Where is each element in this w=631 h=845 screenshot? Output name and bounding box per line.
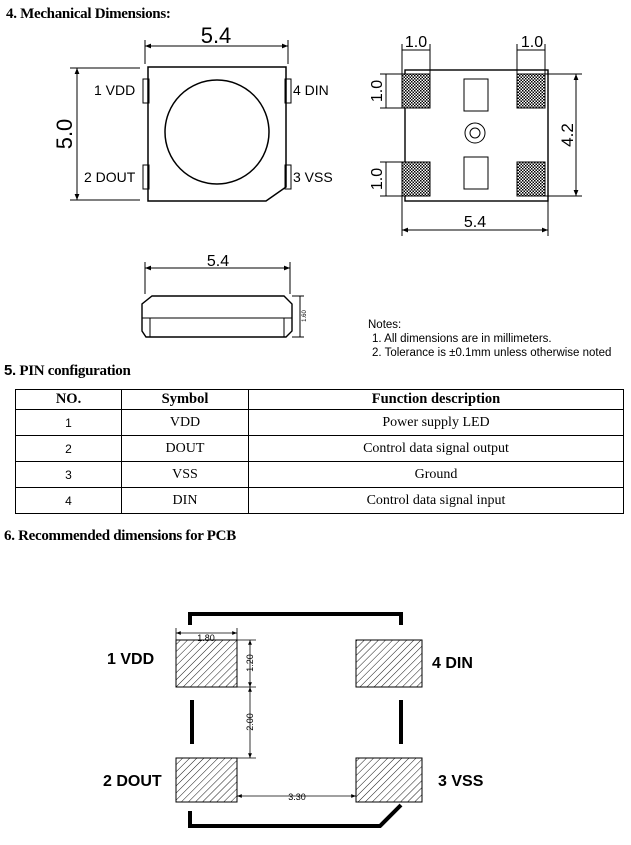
pin2-label: 2 DOUT [84,169,136,185]
cell-function: Control data signal output [248,435,624,462]
cell-function: Power supply LED [248,409,624,436]
pcb-pad-1 [175,639,238,688]
pcb-pad-width-label: 1.80 [197,633,215,643]
cell-symbol: VSS [121,461,249,488]
bottom-height-label: 4.2 [558,123,577,147]
pcb-outline-bottom [188,803,403,828]
side-view [141,262,304,338]
table-row: 4 DIN Control data signal input [15,487,624,514]
header-symbol: Symbol [121,389,249,410]
table-row: 2 DOUT Control data signal output [15,435,624,462]
cell-no: 1 [15,409,122,436]
bottom-body [404,69,549,202]
top-height-label: 5.0 [52,119,77,150]
notes: Notes: 1. All dimensions are in millimet… [368,318,611,360]
lens-circle [164,79,270,185]
cell-no: 4 [15,487,122,514]
pin3-lead [284,164,292,190]
pcb-gap-h-label: 3.30 [288,792,306,802]
section-text: PIN configuration [15,363,131,379]
side-body [141,295,293,338]
top-view [70,40,292,202]
top-width-label: 5.4 [201,23,232,48]
cell-symbol: DOUT [121,435,249,462]
pin4-lead [284,78,292,104]
pin3-label: 3 VSS [293,169,333,185]
polarity-mark-inner [469,127,481,139]
pcb-pad-3 [355,757,423,803]
pcb-label-pin3: 3 VSS [438,773,484,790]
section-title-pcb: 6. Recommended dimensions for PCB [4,528,236,544]
pcb-gap-v-label: 2.00 [245,713,255,731]
bottom-padw-right-label: 1.0 [521,34,543,51]
notes-title: Notes: [368,319,402,331]
bottom-view [380,44,582,236]
pin2-lead [142,164,150,190]
cell-symbol: DIN [121,487,249,514]
side-height-label: 1.60 [302,310,308,322]
bottom-pad-2 [401,161,431,197]
header-no: NO. [15,389,122,410]
section-title-mechanical: 4. Mechanical Dimensions: [6,6,171,22]
pcb-pad-height-label: 1.20 [245,654,255,672]
pcb-pad-4 [355,639,423,688]
pcb-outline-top [188,612,403,625]
notes-line-2: 2. Tolerance is ±0.1mm unless otherwise … [372,347,612,359]
pin1-label: 1 VDD [94,82,135,98]
bottom-padh-bottom-label: 1.0 [369,168,386,190]
pin-table-header: NO. Symbol Function description [15,389,624,410]
cell-no: 3 [15,461,122,488]
bottom-width-label: 5.4 [464,214,486,231]
bottom-pad-3 [516,161,546,197]
bottom-window-bottom [463,156,489,190]
table-row: 3 VSS Ground [15,461,624,488]
pcb-label-pin2: 2 DOUT [103,773,162,790]
polarity-mark-outer [464,122,486,144]
bottom-pad-1 [401,73,431,109]
pcb-layout [175,612,423,828]
bottom-padh-top-label: 1.0 [369,80,386,102]
cell-no: 2 [15,435,122,462]
section-title-pin: 5. PIN configuration [4,362,131,380]
pin4-label: 4 DIN [293,82,329,98]
cell-function: Ground [248,461,624,488]
pin-table: NO. Symbol Function description 1 VDD Po… [15,389,624,514]
bottom-padw-left-label: 1.0 [405,34,427,51]
pin1-lead [142,78,150,104]
pcb-label-pin1: 1 VDD [107,651,154,668]
bottom-window-top [463,78,489,112]
cell-symbol: VDD [121,409,249,436]
cell-function: Control data signal input [248,487,624,514]
table-row: 1 VDD Power supply LED [15,409,624,436]
notes-line-1: 1. All dimensions are in millimeters. [372,333,552,345]
pcb-label-pin4: 4 DIN [432,655,473,672]
section-number: 5. [4,362,16,379]
pcb-pad-2 [175,757,238,803]
bottom-pad-4 [516,73,546,109]
side-width-label: 5.4 [207,253,229,270]
header-function: Function description [248,389,624,410]
package-body [147,66,287,202]
